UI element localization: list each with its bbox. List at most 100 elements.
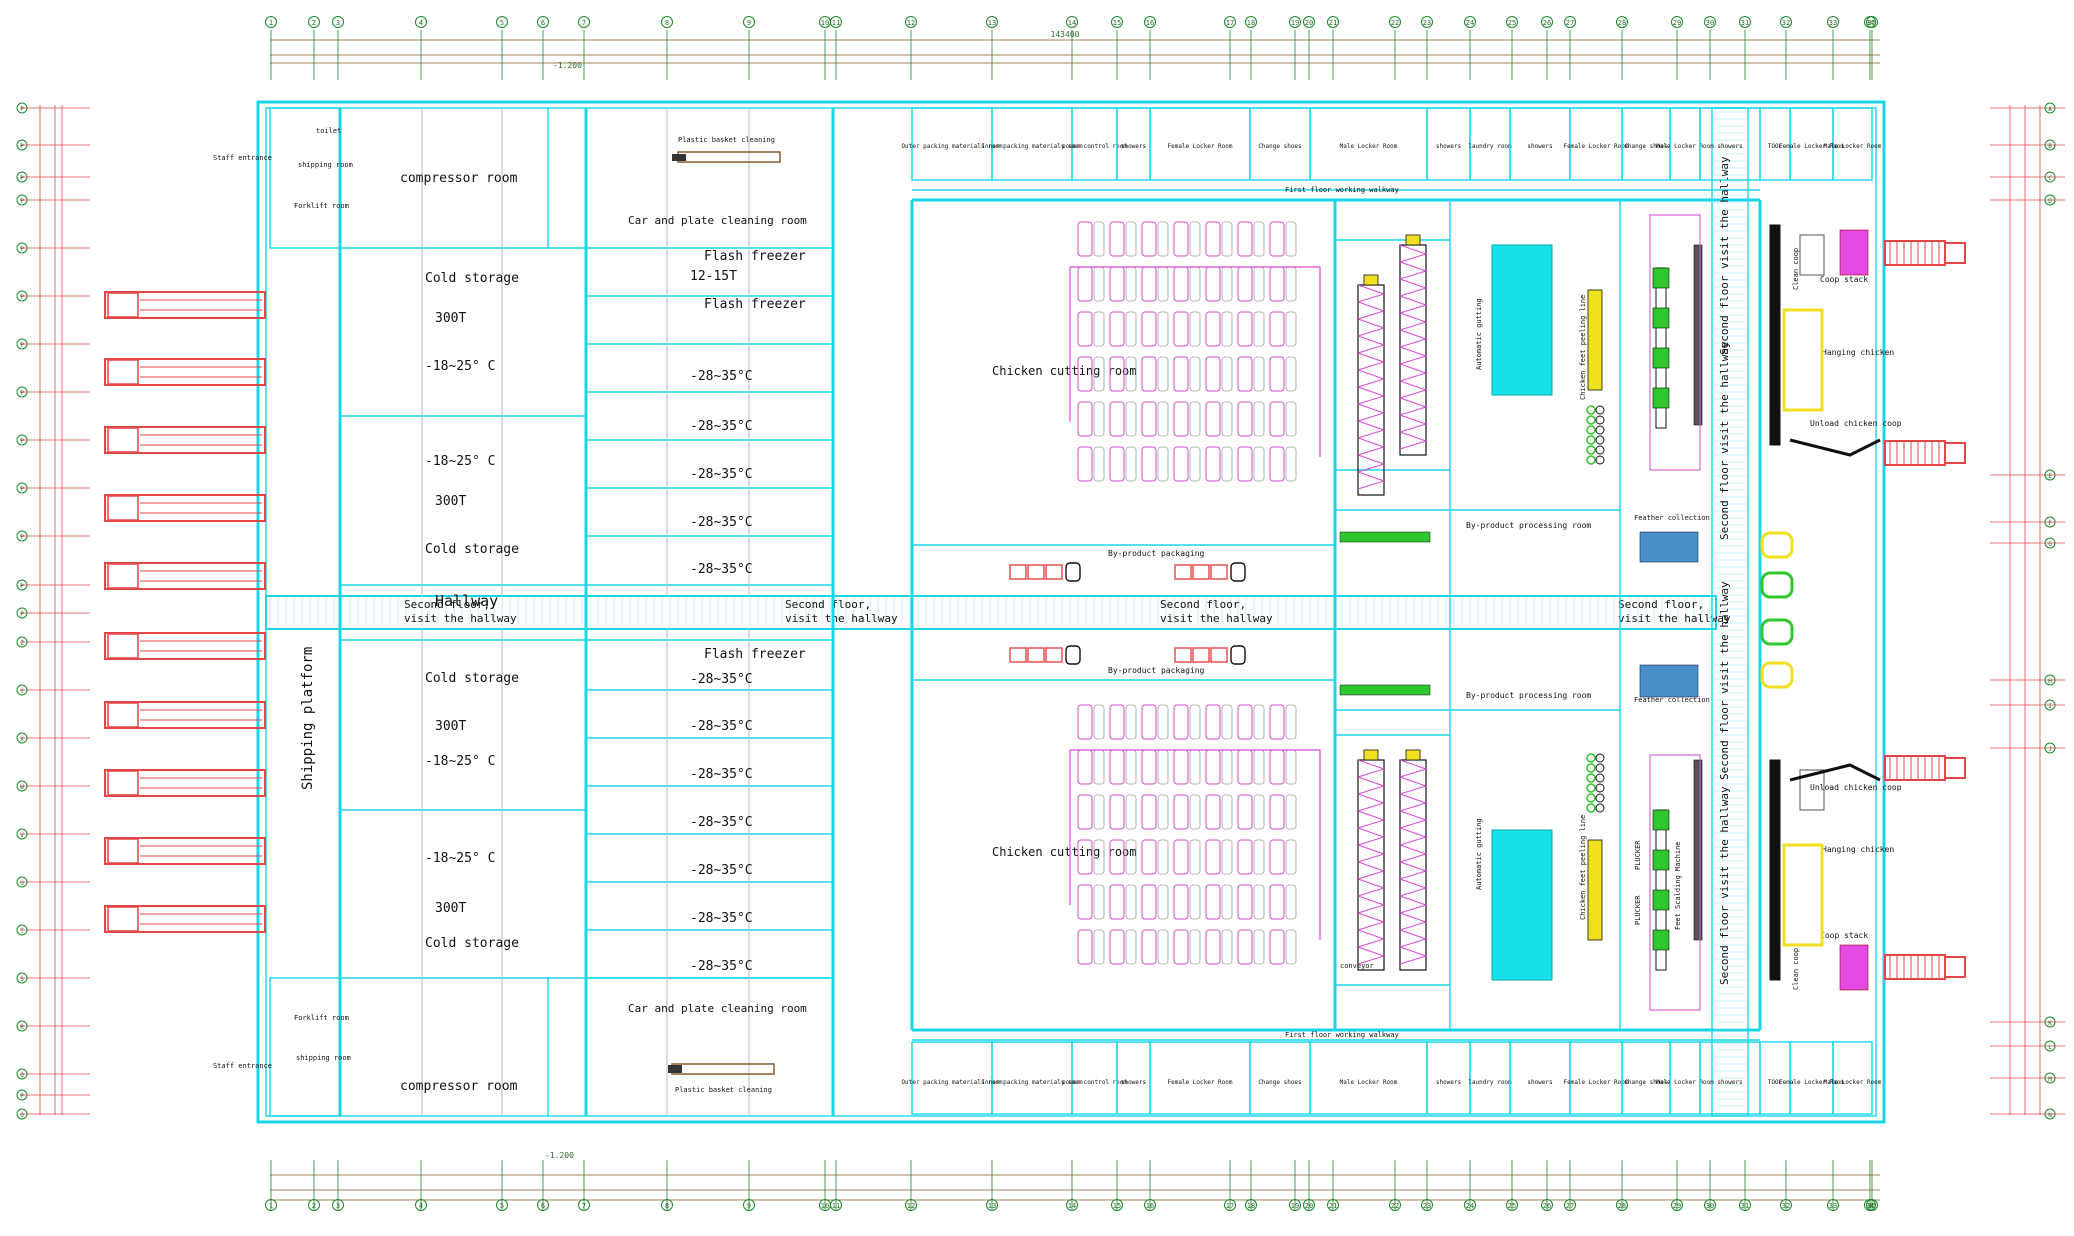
cutting-table <box>1141 401 1157 437</box>
column-label-bottom: 29 <box>1673 1202 1681 1210</box>
cutting-table-seat <box>1285 356 1297 392</box>
row-label-right: B <box>2048 143 2052 150</box>
chiller-spiral <box>1357 386 1386 405</box>
row-bubble-left <box>16 434 28 446</box>
column-label-bottom: 33 <box>1829 1202 1837 1210</box>
chiller-spiral <box>1399 363 1428 382</box>
scalding-disc <box>1595 783 1605 793</box>
cutting-table-seat <box>1253 356 1265 392</box>
column-label-top: 32 <box>1782 19 1790 27</box>
bottom-room <box>1569 1041 1623 1115</box>
column-bubble-bottom <box>308 1199 320 1211</box>
column-bubble-top <box>1421 16 1433 28</box>
forklift <box>1760 618 1794 646</box>
temp-cold-4: -18~25° C <box>425 851 495 866</box>
cutting-table-seat <box>1253 794 1265 830</box>
column-bubble-bottom <box>986 1199 998 1211</box>
row-label-right: A <box>2048 106 2052 113</box>
cutting-table <box>1077 311 1093 347</box>
cutting-table <box>1173 884 1189 920</box>
unload-coop-top: Unload chicken coop <box>1810 419 1902 428</box>
cart-tug <box>1230 645 1246 665</box>
cutting-table-seat <box>1285 794 1297 830</box>
chiller-spiral <box>1399 261 1428 280</box>
cutting-table <box>1173 221 1189 257</box>
cutting-table-seat <box>1189 884 1201 920</box>
column-label-bottom: 9 <box>747 1202 751 1210</box>
row-bubble-right <box>2044 1040 2056 1052</box>
top-dimension-band: 143400 -1.200 <box>270 30 1880 80</box>
row-bubble-left <box>16 607 28 619</box>
unload-conveyor-top <box>1789 438 1881 457</box>
byproduct-cart <box>1009 564 1027 580</box>
chiller-head <box>1405 749 1421 761</box>
row-label-left: P <box>20 1093 24 1100</box>
cutting-table <box>1269 221 1285 257</box>
byproduct-packaging-bottom: By-product packaging <box>1108 666 1205 675</box>
row-label-right: G <box>2048 541 2052 548</box>
scalding-disc <box>1586 445 1596 455</box>
cutting-table <box>1109 311 1125 347</box>
column-label-bottom: 22 <box>1391 1202 1399 1210</box>
bottom-room <box>1071 1041 1118 1115</box>
cutting-table <box>1269 929 1285 965</box>
column-label-bottom: 19 <box>1291 1202 1299 1210</box>
row-label-left: Q <box>20 1072 24 1079</box>
cutting-table-seat <box>1157 401 1169 437</box>
cutting-table <box>1141 311 1157 347</box>
bottom-room-label: Male Locker Room <box>1340 1079 1398 1086</box>
cutting-table-seat <box>1093 839 1105 875</box>
cutting-table-seat <box>1157 749 1169 785</box>
cutting-table <box>1141 356 1157 392</box>
scalding-disc <box>1586 773 1596 783</box>
cutting-table-seat <box>1285 884 1297 920</box>
cutting-table-seat <box>1285 839 1297 875</box>
cutting-table-seat <box>1189 356 1201 392</box>
bottom-room-label: showers <box>1121 1079 1147 1086</box>
top-room-label: power control room <box>1062 143 1127 150</box>
column-label-top: 14 <box>1068 19 1076 27</box>
column-label-top: 34 <box>1866 19 1874 27</box>
scalding-disc <box>1595 455 1605 465</box>
cutting-table <box>1205 704 1221 740</box>
column-bubble-top <box>1144 16 1156 28</box>
cutting-table <box>1173 704 1189 740</box>
scalding-tank <box>1693 244 1703 426</box>
byproduct-cart <box>1009 647 1027 663</box>
column-bubble-bottom <box>1827 1199 1839 1211</box>
column-label-top: 19 <box>1291 19 1299 27</box>
scalding-disc <box>1586 793 1596 803</box>
column-bubble-top <box>265 16 277 28</box>
cutting-table <box>1237 704 1253 740</box>
cutting-table-seat <box>1221 446 1233 482</box>
row-bubble-right <box>2044 1108 2056 1120</box>
bottom-room-label: showers <box>1717 1079 1743 1086</box>
scalding-disc <box>1595 753 1605 763</box>
cutting-table <box>1077 401 1093 437</box>
cutting-table <box>1109 794 1125 830</box>
cutting-table-seat <box>1189 749 1201 785</box>
row-bubble-right <box>2044 1016 2056 1028</box>
chiller-spiral <box>1357 861 1386 880</box>
plucker-unit <box>1652 307 1670 329</box>
car-plate-cleaning-bottom: Car and plate cleaning room <box>628 1002 807 1015</box>
column-bubble-bottom <box>1506 1199 1518 1211</box>
column-bubble-top <box>1224 16 1236 28</box>
bottom-room-label: Change shoes <box>1624 1079 1668 1086</box>
right-row-grid <box>2009 105 2041 1115</box>
top-room-label: Inner packing materials room <box>981 143 1083 150</box>
byproduct-cart <box>1027 647 1045 663</box>
feet-peeling-bottom: Chicken feet peeling line <box>1579 815 1587 920</box>
chiller-spiral <box>1357 827 1386 846</box>
cutting-table <box>1173 794 1189 830</box>
row-label-left: Z <box>20 640 24 647</box>
bottom-room <box>1832 1041 1873 1115</box>
row-bubble-right <box>2044 699 2056 711</box>
clean-coop-top: Clean coop <box>1792 248 1800 290</box>
forklift-room-bottom: Forklift room <box>294 1014 349 1022</box>
freezer-temperature: -28~35°C <box>690 863 753 878</box>
chiller-spiral <box>1357 929 1386 948</box>
cutting-table-seat <box>1285 446 1297 482</box>
processing-block: First floor working walkway First floor … <box>910 107 1902 1117</box>
row-label-left: P <box>20 390 24 397</box>
